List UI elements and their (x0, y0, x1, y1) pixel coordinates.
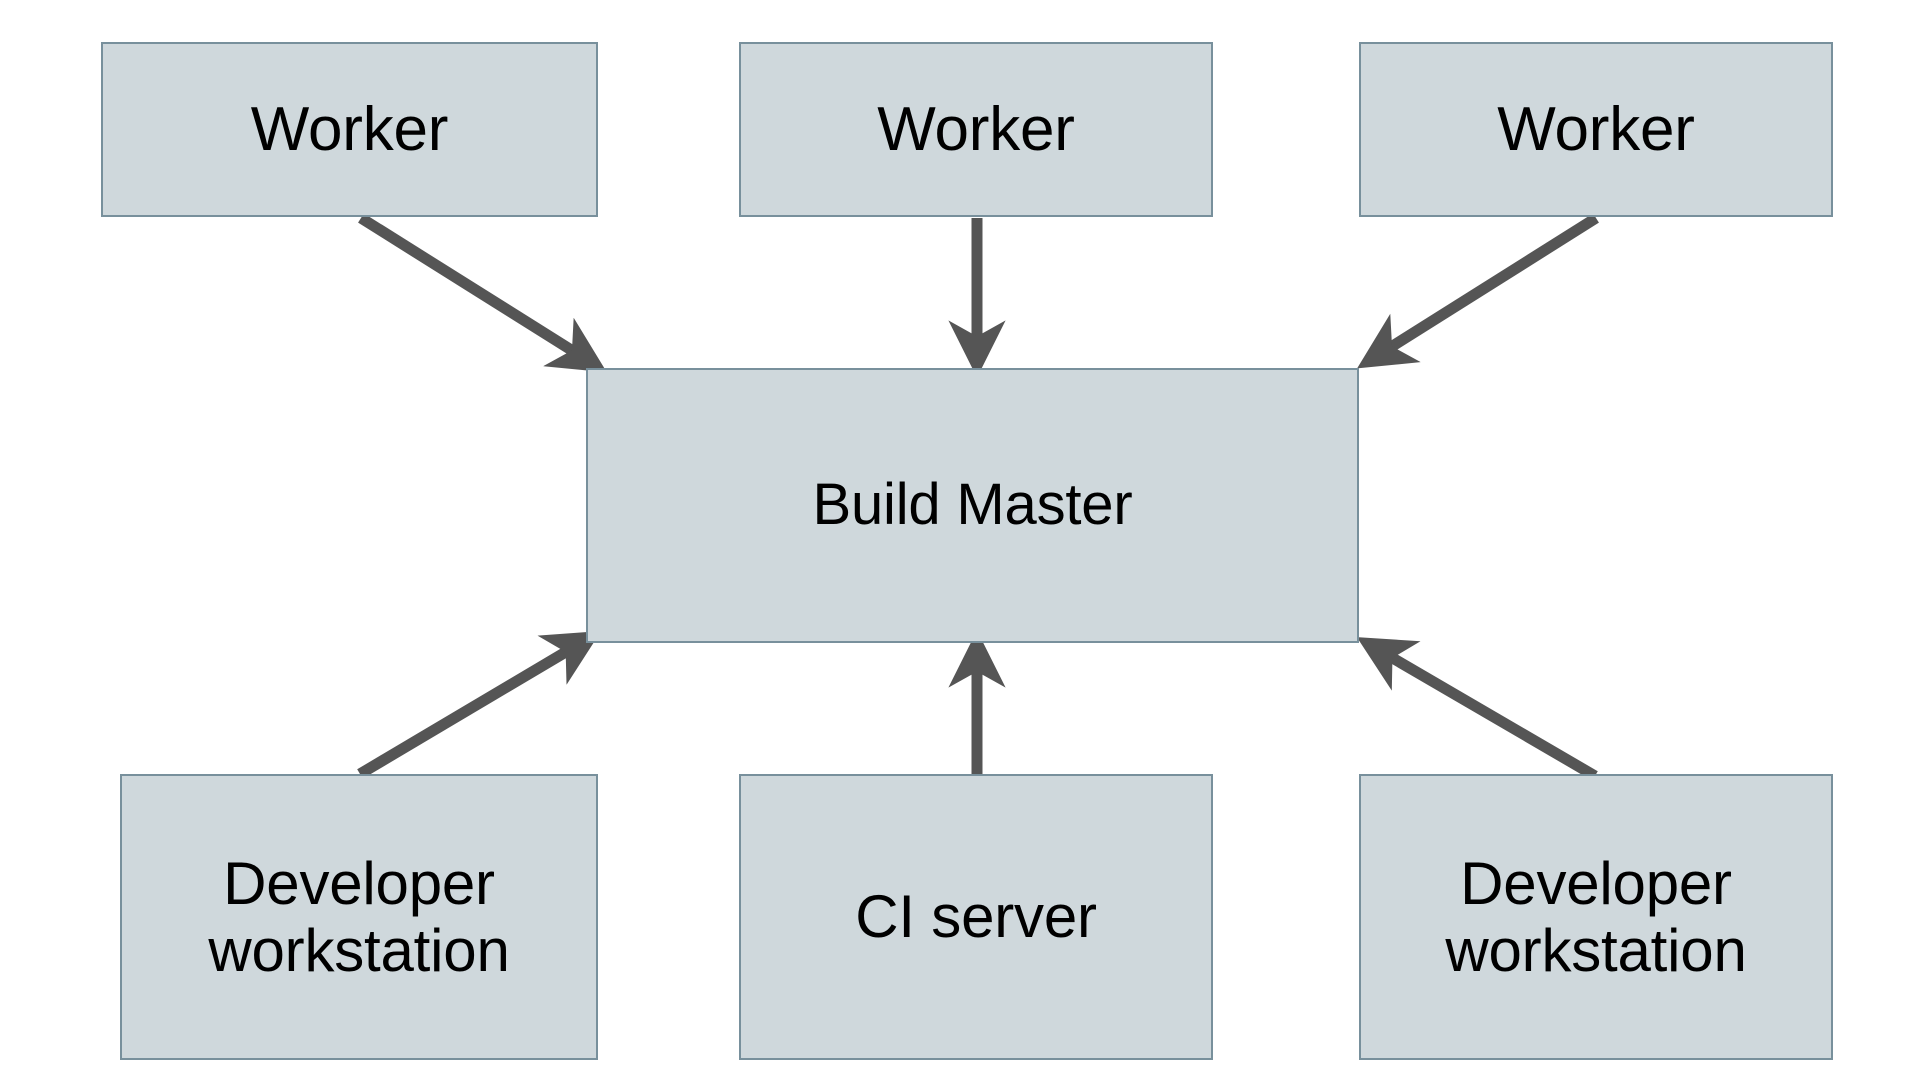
node-build-master[interactable]: Build Master (586, 368, 1359, 643)
edge-worker3-to-master (1357, 213, 1599, 369)
node-build-master-label: Build Master (812, 472, 1133, 538)
node-worker-1[interactable]: Worker (101, 42, 598, 217)
node-worker-3[interactable]: Worker (1359, 42, 1833, 217)
edge-worker1-to-master (358, 213, 607, 373)
node-developer-workstation-left[interactable]: Developer workstation (120, 774, 598, 1060)
node-ci-server[interactable]: CI server (739, 774, 1213, 1060)
node-worker-2-label: Worker (877, 94, 1075, 164)
node-developer-workstation-left-label: Developer workstation (208, 849, 510, 984)
edge-devleft-to-master (357, 631, 602, 779)
node-worker-2[interactable]: Worker (739, 42, 1213, 217)
edge-devright-to-master (1356, 637, 1598, 781)
node-worker-3-label: Worker (1497, 94, 1695, 164)
node-ci-server-label: CI server (855, 883, 1097, 951)
node-developer-workstation-right[interactable]: Developer workstation (1359, 774, 1833, 1060)
node-worker-1-label: Worker (250, 94, 449, 164)
node-developer-workstation-right-label: Developer workstation (1445, 849, 1747, 984)
